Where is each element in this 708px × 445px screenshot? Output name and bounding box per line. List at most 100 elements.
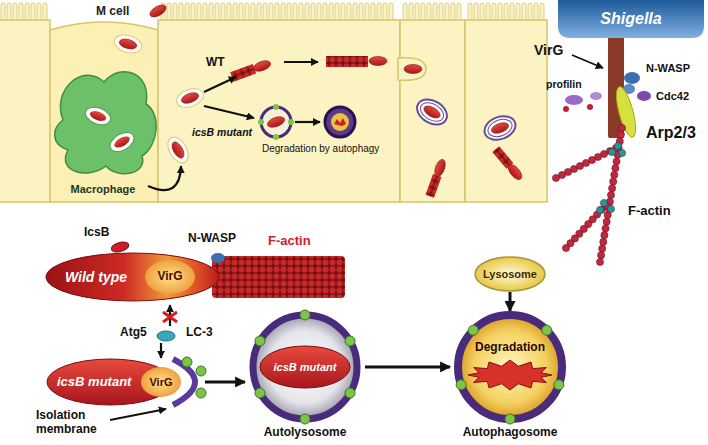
- actin-tail: [212, 256, 345, 298]
- arrow-connector: [205, 380, 245, 383]
- degraded-bacterium: [468, 360, 552, 390]
- leader-arrow: [110, 409, 166, 420]
- microvillus: [323, 3, 327, 22]
- virg-pole: [145, 260, 195, 294]
- bacterium-body: [47, 359, 173, 405]
- m-cell: [50, 22, 158, 202]
- actin-comet: [230, 58, 272, 81]
- microvillus: [239, 3, 243, 22]
- actin-bead: [613, 158, 620, 165]
- microvillus: [257, 3, 261, 22]
- actin-bead: [612, 165, 619, 172]
- microvillus: [415, 3, 419, 22]
- microvillus: [353, 3, 357, 22]
- microvillus: [427, 3, 431, 22]
- microvillus: [534, 3, 538, 22]
- degrading-vacuole: [325, 107, 355, 137]
- microvillus: [227, 3, 231, 22]
- bacterium: [252, 59, 272, 74]
- protein-label: Atg5: [120, 326, 147, 340]
- lc3-dot: [196, 388, 206, 398]
- lysosome: Lysosome: [474, 256, 546, 292]
- actin-bead: [607, 205, 614, 212]
- epithelial-cell: [158, 20, 400, 202]
- node-text: Shigella: [600, 10, 661, 28]
- arrow-connector: [365, 365, 450, 368]
- mutant-bacterium: icsB mutantVirG: [45, 357, 205, 407]
- actin-bead: [602, 225, 609, 232]
- actin-comet: [426, 158, 448, 198]
- protein-label: F-actin: [268, 234, 311, 249]
- microvillus: [492, 3, 496, 22]
- microvilli: [1, 3, 544, 22]
- microvillus: [293, 3, 297, 22]
- microvillus: [516, 3, 520, 22]
- node-text: Autolysosome: [264, 426, 347, 440]
- actin-comet: [492, 146, 524, 182]
- microvillus: [451, 3, 455, 22]
- microvillus: [245, 3, 249, 22]
- icsb-protein: [110, 240, 130, 253]
- microvillus: [13, 3, 17, 22]
- lc3-dot: [255, 336, 265, 346]
- microvillus: [275, 3, 279, 22]
- microvillus: [215, 3, 219, 22]
- node-outline: [48, 58, 158, 198]
- vacuole-ring: [325, 107, 355, 137]
- arrow: [160, 343, 162, 358]
- microvillus: [480, 3, 484, 22]
- actin-bead: [596, 206, 603, 213]
- microvillus: [179, 3, 183, 22]
- microvillus: [233, 3, 237, 22]
- microvillus: [359, 3, 363, 22]
- actin-bead: [600, 199, 607, 206]
- microvillus: [281, 3, 285, 22]
- profilin: [565, 95, 583, 105]
- lc3-dot: [182, 357, 192, 367]
- lc3-dot: [273, 104, 279, 110]
- microvillus: [251, 3, 255, 22]
- microvillus: [528, 3, 532, 22]
- microvillus: [19, 3, 23, 22]
- lc3-dot: [542, 325, 552, 335]
- microvillus: [510, 3, 514, 22]
- microvillus: [445, 3, 449, 22]
- actin-bead: [601, 232, 608, 239]
- actin-bead: [617, 131, 624, 138]
- bacterium-vacuole: [174, 85, 206, 111]
- microvillus: [389, 3, 393, 22]
- cdc42: [637, 91, 651, 101]
- bacterium: [433, 158, 448, 178]
- mutant-bacterium: icsB mutant: [259, 345, 351, 389]
- node-text: Wild type: [65, 269, 127, 285]
- autophagy-vacuole: [258, 104, 294, 140]
- actin-bead: [607, 191, 614, 198]
- bacterium-vacuole: [83, 104, 113, 128]
- bacterium-surface: [558, 0, 704, 38]
- protein-label: profilin: [546, 78, 582, 90]
- lc3-dot: [258, 119, 264, 125]
- virg-pole: [141, 367, 181, 397]
- lc3-dot: [196, 366, 206, 376]
- node-text: Autophagosome: [463, 426, 558, 440]
- microvillus: [25, 3, 29, 22]
- block-cross: [163, 312, 177, 322]
- microvillus: [365, 3, 369, 22]
- microvillus: [7, 3, 11, 22]
- microvillus: [197, 3, 201, 22]
- protein-label: LC-3: [186, 326, 213, 340]
- lc3-dot: [345, 388, 355, 398]
- bacterium-vacuole: [164, 134, 193, 167]
- epithelial-cell: [400, 20, 465, 202]
- node-text: VirG: [149, 376, 172, 389]
- actin-bead: [609, 185, 616, 192]
- bacterium-surface: Shigella: [558, 0, 704, 38]
- lc3-dot: [255, 388, 265, 398]
- node-text: Degradation: [475, 341, 545, 355]
- bacterium-vacuole: [112, 32, 143, 56]
- protein-label: F-actin: [628, 204, 671, 219]
- actin-bead: [603, 218, 610, 225]
- microvillus: [287, 3, 291, 22]
- actin-bead: [618, 149, 625, 156]
- arrow-label: icsB mutant: [192, 126, 252, 138]
